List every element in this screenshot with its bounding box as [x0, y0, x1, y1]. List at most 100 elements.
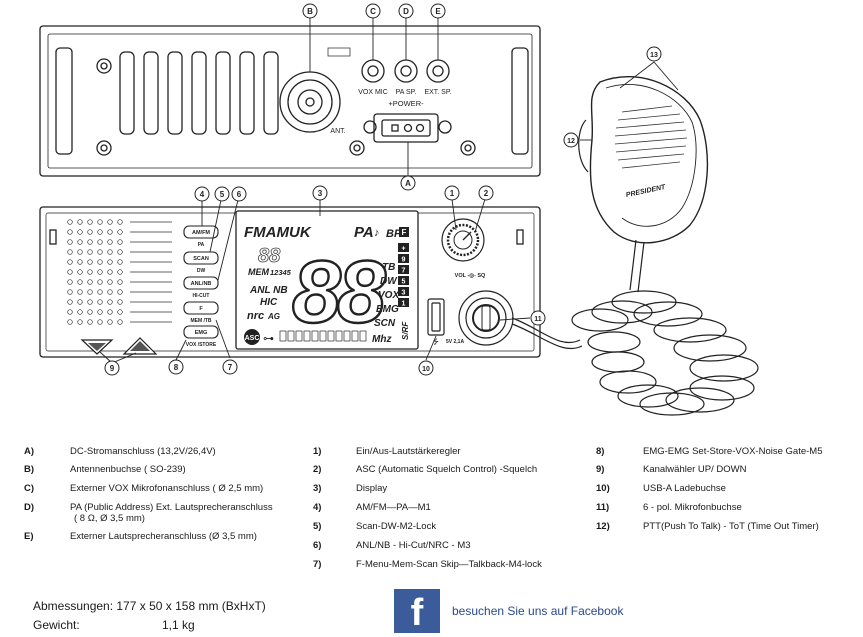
legend-text: Antennenbuchse ( SO-239) — [70, 464, 186, 475]
facebook-link[interactable]: besuchen Sie uns auf Facebook — [452, 604, 624, 618]
f-sub-label: MEM /TB — [190, 318, 211, 324]
legend-key: 7) — [313, 559, 322, 570]
volume-squelch-knob[interactable] — [441, 218, 485, 262]
legend-key: 9) — [596, 464, 605, 475]
channel-up-button[interactable] — [122, 337, 158, 355]
scan-button[interactable] — [183, 251, 219, 265]
lcd-big-digits: 88 — [292, 242, 386, 341]
legend-text: AM/FM—PA—M1 — [356, 502, 431, 513]
dimensions-text: Abmessungen: 177 x 50 x 158 mm (BxHxT) — [33, 599, 266, 613]
anl-nb-button-label: ANL/NB — [191, 281, 212, 287]
callout-5: 5 — [220, 190, 225, 199]
legend-key: 1) — [313, 446, 322, 457]
lcd-asc: ASC — [245, 335, 260, 342]
legend-text: EMG-EMG Set-Store-VOX-Noise Gate-M5 — [643, 446, 823, 457]
lcd-srf: S/RF — [401, 321, 410, 340]
scan-button-label: SCAN — [193, 256, 209, 262]
legend-text: Display — [356, 483, 388, 494]
legend-key: 6) — [313, 540, 322, 551]
lcd-small-digits: 88 — [258, 245, 281, 267]
legend-text: PA (Public Address) Ext. Lautsprecherans… — [70, 502, 273, 513]
usb-icon: ⭍ — [433, 338, 439, 346]
lcd-mem-num: 12345 — [270, 268, 292, 277]
legend-text: 6 - pol. Mikrofonbuchse — [643, 502, 742, 513]
lcd-scn: SCN — [374, 318, 396, 329]
legend-key: 4) — [313, 502, 322, 513]
legend-text: Externer VOX Mikrofonanschluss ( Ø 2,5 m… — [70, 483, 264, 494]
legend-text: Externer Lautsprecheranschluss (Ø 3,5 mm… — [70, 531, 257, 542]
facebook-icon[interactable]: f — [394, 589, 440, 634]
lcd-emg: EMG — [376, 304, 399, 315]
callout-12: 12 — [567, 138, 575, 145]
rear-panel — [39, 25, 541, 177]
vol-sq-label: VOL -◎- SQ — [455, 273, 486, 279]
callout-10: 10 — [422, 366, 430, 373]
callout-4: 4 — [200, 190, 205, 199]
callout-7: 7 — [228, 363, 233, 372]
anl-nb-button[interactable] — [183, 276, 219, 290]
legend-key: B) — [24, 464, 35, 475]
lcd-nrc: nrc — [247, 310, 264, 322]
lcd-mhz: Mhz — [372, 334, 391, 345]
lcd-bp: BP — [386, 228, 402, 240]
meter-tick: 5 — [402, 279, 406, 286]
legend-text: Kanalwähler UP/ DOWN — [643, 464, 747, 475]
scan-sub-label: DW — [197, 268, 206, 274]
anl-nb-sub-label: HI-CUT — [193, 293, 210, 299]
meter-tick: + — [401, 246, 405, 253]
key-icon: ⊶ — [263, 333, 274, 345]
am-fm-sub-label: PA — [198, 242, 205, 248]
lcd-tb: TB — [382, 262, 395, 273]
meter-tick: 9 — [402, 257, 406, 264]
callout-D: D — [403, 7, 409, 16]
emg-button[interactable] — [183, 325, 219, 339]
legend-key: 12) — [596, 521, 610, 532]
lcd-pa: PA — [354, 224, 374, 241]
vox-mic-label: VOX MIC — [358, 89, 388, 96]
usb-port[interactable] — [427, 298, 445, 336]
weight-label: Gewicht: — [33, 618, 80, 632]
mic-cable — [511, 239, 759, 416]
callout-1: 1 — [450, 189, 455, 198]
power-label: +POWER- — [388, 99, 424, 108]
lcd-modes: FMAMUK — [244, 224, 312, 241]
callout-2: 2 — [484, 189, 489, 198]
usb-label: 5V 2,1A — [446, 339, 464, 345]
legend-text: PTT(Push To Talk) - ToT (Time Out Timer) — [643, 521, 819, 532]
radio-diagram: VOX MIC PA SP. EXT. SP. +POWER- ANT. — [39, 3, 759, 416]
legend-key: 8) — [596, 446, 605, 457]
legend-key: D) — [24, 502, 35, 513]
legend-key: C) — [24, 483, 35, 494]
callout-E: E — [435, 7, 441, 16]
f-button[interactable] — [183, 301, 219, 315]
legend-text: Scan-DW-M2-Lock — [356, 521, 437, 532]
legend-key: 2) — [313, 464, 322, 475]
legend-text: Ein/Aus-Lautstärkeregler — [356, 446, 461, 457]
legend-text: F-Menu-Mem-Scan Skip—Talkback-M4-lock — [356, 559, 542, 570]
microphone[interactable] — [578, 75, 709, 244]
callout-3: 3 — [318, 189, 323, 198]
meter-tick: 7 — [402, 268, 406, 275]
meter-tick: 3 — [402, 290, 406, 297]
legend-key: 3) — [313, 483, 322, 494]
ant-label: ANT. — [330, 128, 345, 135]
lcd-frequency-digits — [279, 330, 367, 342]
lcd-dw: DW — [380, 276, 398, 287]
callout-B: B — [307, 7, 313, 16]
lcd-vox: VOX — [378, 290, 400, 301]
legend-key: E) — [24, 531, 34, 542]
am-fm-button[interactable] — [183, 225, 219, 239]
channel-down-button[interactable] — [80, 339, 114, 355]
legend-text-line2: ( 8 Ω, Ø 3,5 mm) — [74, 513, 145, 524]
callout-6: 6 — [237, 190, 242, 199]
f-button-label: F — [199, 306, 203, 312]
legend-text: ANL/NB - Hi-Cut/NRC - M3 — [356, 540, 471, 551]
legend-key: A) — [24, 446, 35, 457]
callout-13: 13 — [650, 52, 658, 59]
s-meter: + 9 7 5 3 1 — [398, 243, 409, 308]
mic-socket[interactable] — [458, 290, 514, 346]
emg-sub-label: VOX /STORE — [186, 342, 217, 348]
note-icon: ♪ — [374, 227, 380, 239]
callout-9: 9 — [110, 364, 115, 373]
callout-C: C — [370, 7, 376, 16]
